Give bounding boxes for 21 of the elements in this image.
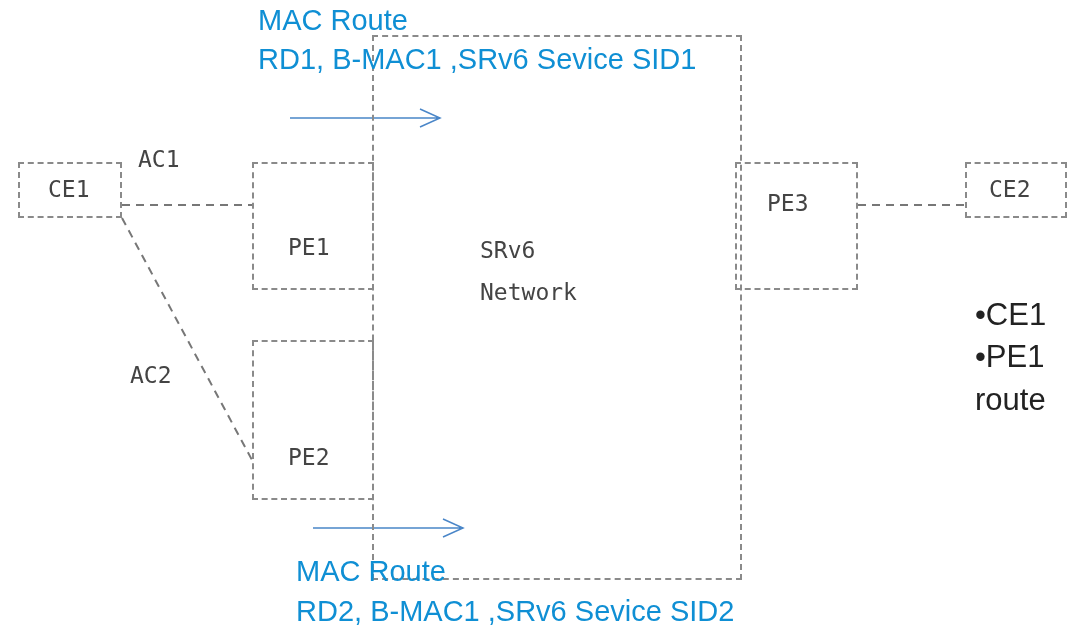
node-label: PE1 — [288, 233, 331, 262]
connector-line — [121, 217, 253, 461]
note-text: route — [975, 383, 1046, 418]
ce-box — [18, 162, 122, 218]
note-text: MAC Route — [296, 556, 446, 588]
note-text: •CE1 — [975, 298, 1047, 333]
node-label: PE3 — [767, 189, 810, 218]
note-text: RD2, B-MAC1 ,SRv6 Sevice SID2 — [296, 596, 735, 628]
connector-line — [121, 204, 253, 206]
node-label: CE2 — [989, 175, 1032, 204]
pe-box — [252, 340, 374, 500]
node-label: SRv6 Network — [480, 236, 578, 307]
node-label: CE1 — [48, 175, 91, 204]
ce-box — [965, 162, 1067, 218]
pe-box — [735, 162, 858, 290]
note-text: MAC Route — [258, 5, 408, 37]
node-label: PE2 — [288, 443, 331, 472]
note-text: •PE1 — [975, 340, 1045, 375]
connector-line — [857, 204, 966, 206]
pe-box — [252, 162, 374, 290]
note-text: RD1, B-MAC1 ,SRv6 Sevice SID1 — [258, 44, 697, 76]
